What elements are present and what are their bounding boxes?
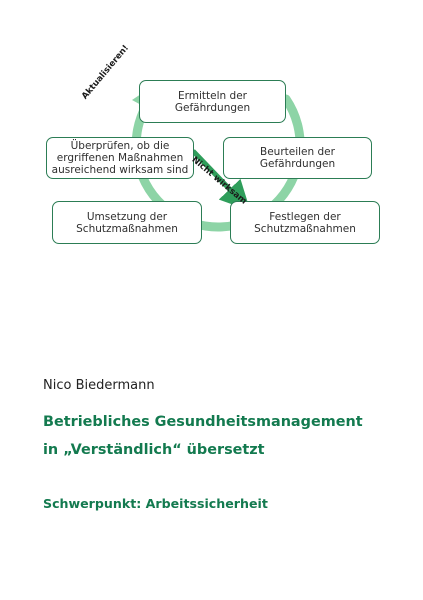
step-box-beurteilen: Beurteilen der Gefährdungen [223,137,372,179]
step-box-ermitteln: Ermitteln der Gefährdungen [139,80,286,123]
step-box-festlegen: Festlegen der Schutzmaßnahmen [230,201,380,244]
step-box-umsetzung: Umsetzung der Schutzmaßnahmen [52,201,202,244]
risk-assessment-cycle-diagram: Ermitteln der Gefährdungen Beurteilen de… [46,43,380,244]
book-title-line-1: Betriebliches Gesundheitsmanagement [43,414,363,430]
step-box-ueberpruefen: Überprüfen, ob die ergriffenen Maßnahmen… [46,137,194,179]
author-name: Nico Biedermann [43,378,155,393]
book-title-line-2: in „Verständlich“ übersetzt [43,442,265,458]
feedback-arrow [191,149,251,211]
book-subtitle: Schwerpunkt: Arbeitssicherheit [43,496,268,511]
